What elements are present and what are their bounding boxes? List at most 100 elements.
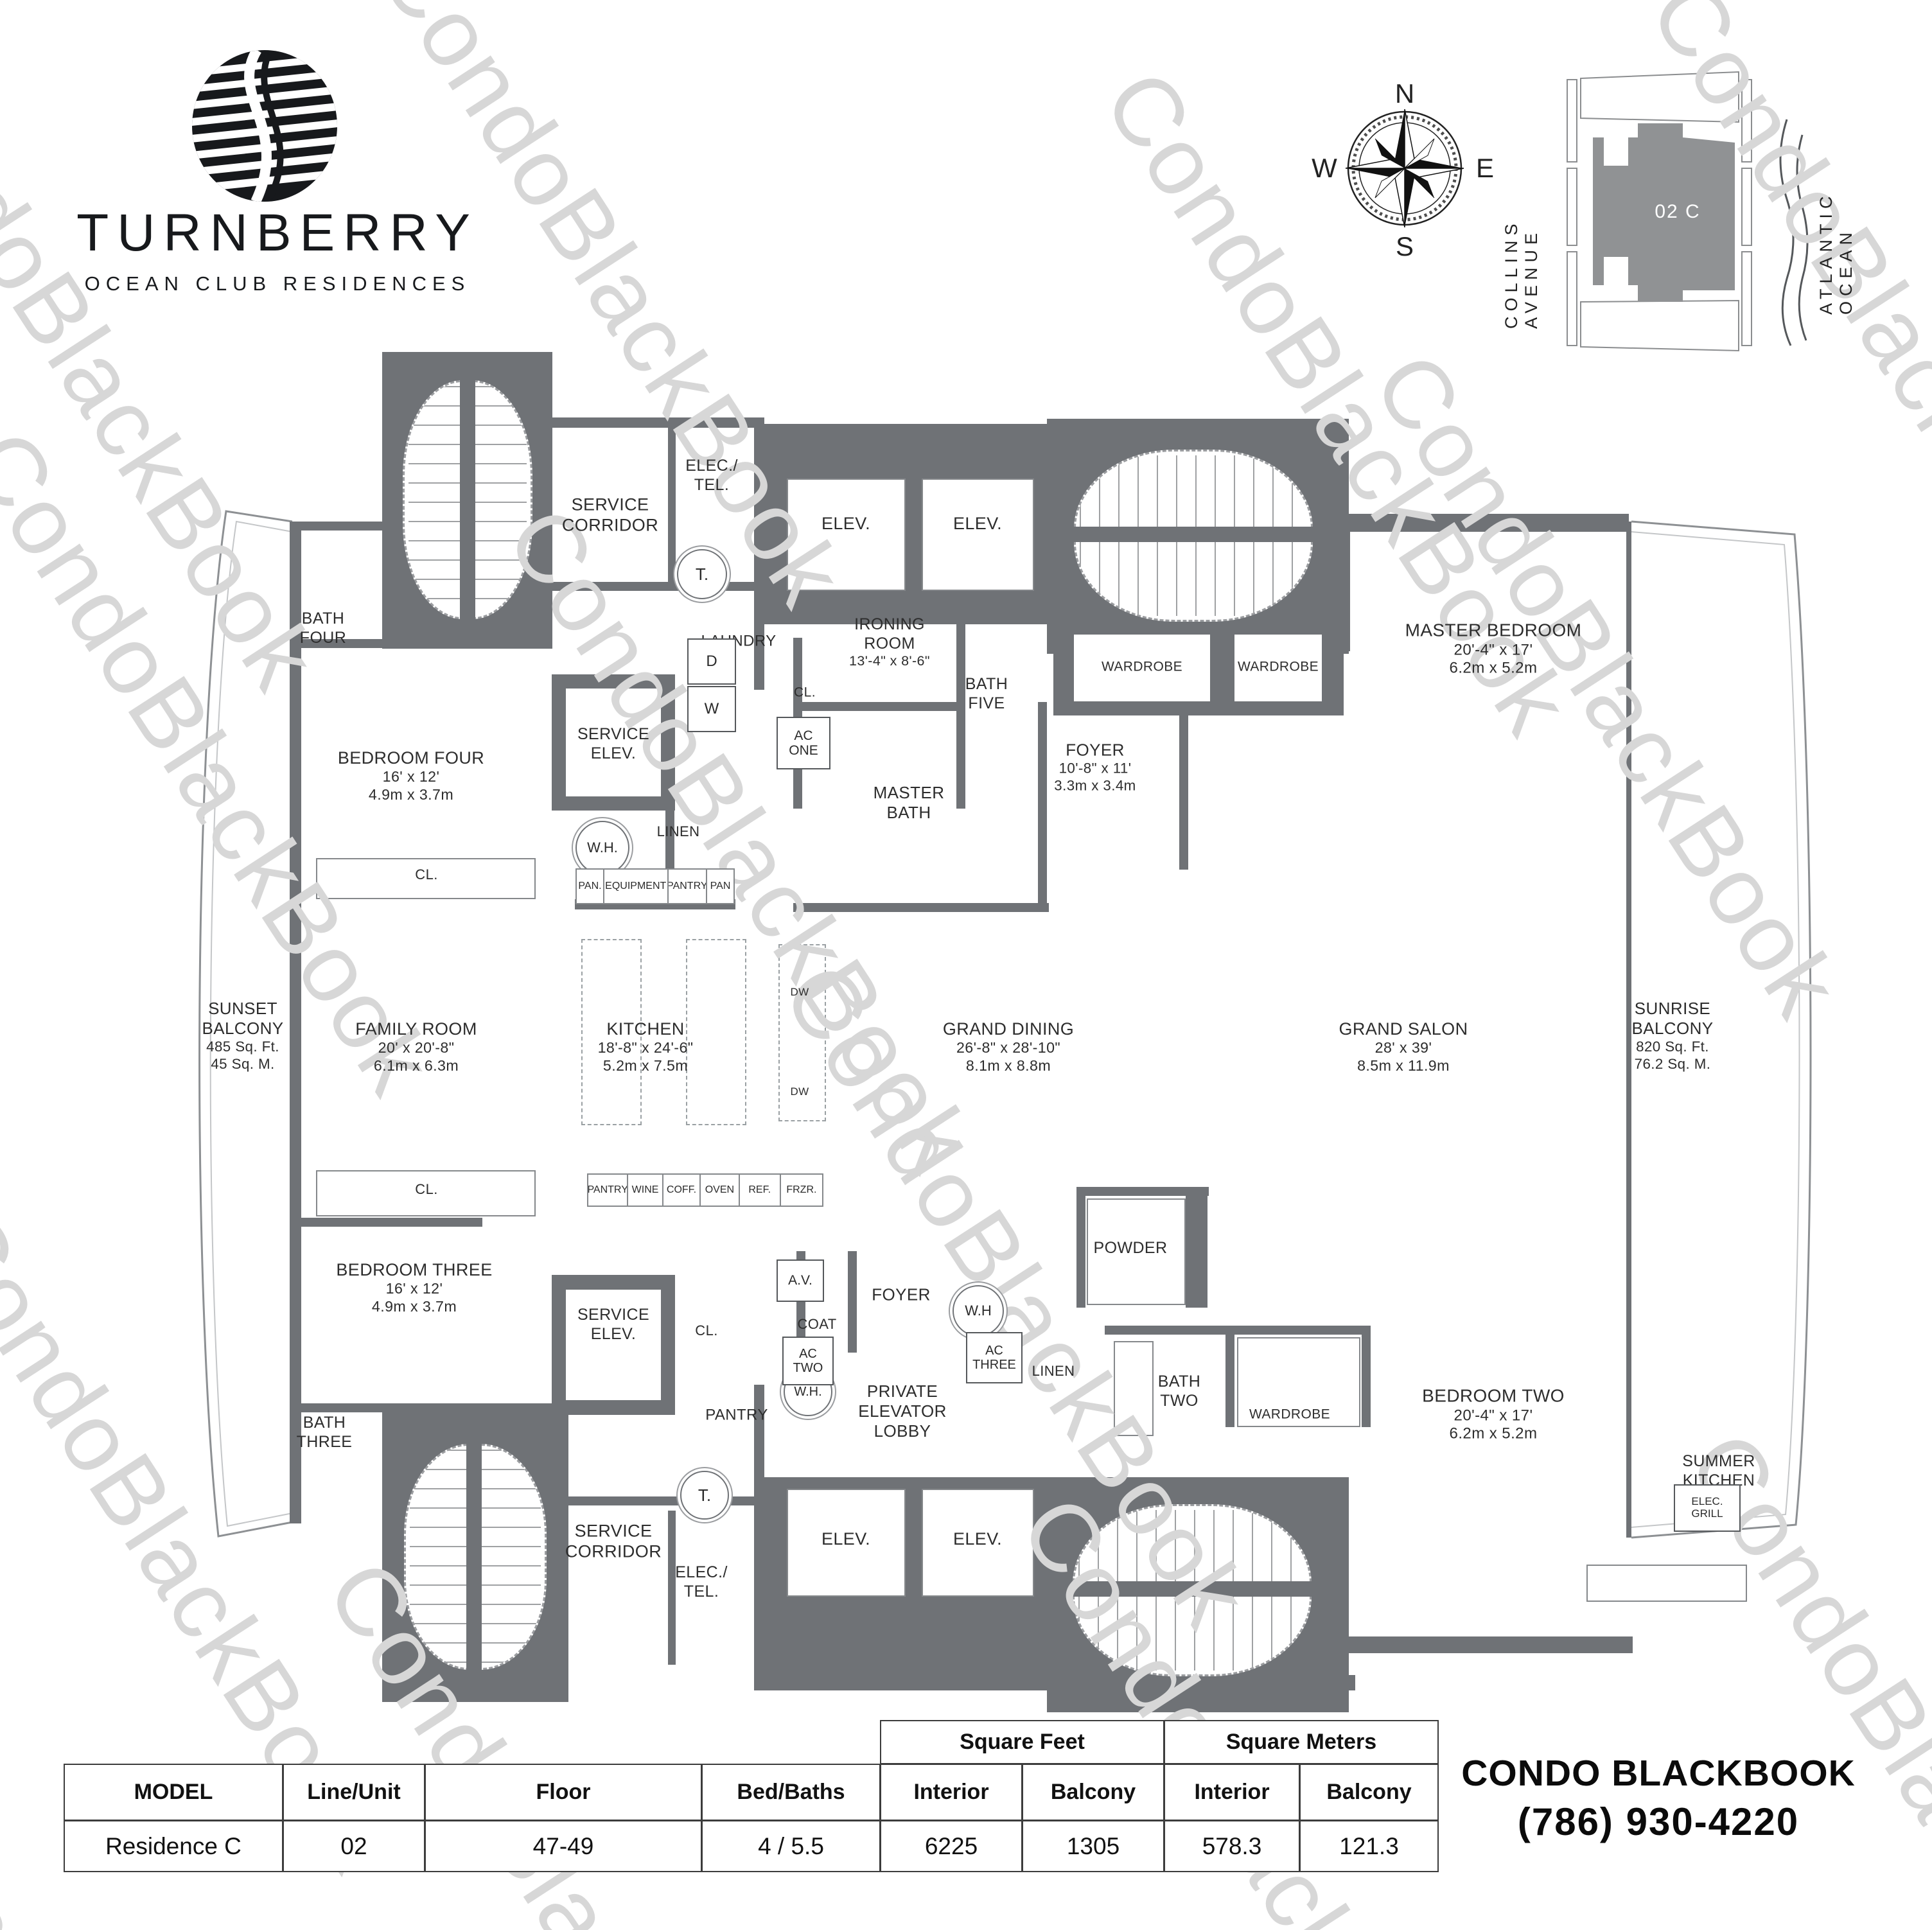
strip-cell: PANTRY xyxy=(588,1175,629,1206)
box-label-line: THREE xyxy=(972,1358,1016,1372)
wall-segment xyxy=(956,592,965,809)
room-label-line: ELEC./ xyxy=(685,457,738,475)
room-label-bath-two: BATH TWO xyxy=(1158,1372,1200,1410)
room-label-line: BEDROOM THREE xyxy=(336,1259,493,1279)
room-label-line: CL. xyxy=(415,866,438,882)
room-label-line: 4.9m x 3.7m xyxy=(368,786,454,803)
fixture-box xyxy=(1586,1565,1747,1602)
circle-label: W.H. xyxy=(794,1384,822,1399)
room-label-line: BATH xyxy=(1157,1373,1201,1390)
fixture-box xyxy=(316,1170,536,1216)
room-label-line: 16' x 12' xyxy=(382,768,440,785)
compass-rose xyxy=(1345,109,1464,228)
room-label-powder: POWDER xyxy=(1094,1238,1168,1258)
room-label-line: 13'-4" x 8'-6" xyxy=(849,653,930,669)
room-label-line: FOYER xyxy=(1066,740,1125,760)
wall-segment xyxy=(668,1511,676,1665)
brand-tagline: OCEAN CLUB RESIDENCES xyxy=(84,272,471,295)
strip-cell: OVEN xyxy=(701,1175,740,1206)
td-balcony-sqm: 121.3 xyxy=(1299,1820,1439,1872)
room-label-line: 6.2m x 5.2m xyxy=(1449,1425,1538,1443)
th-model: MODEL xyxy=(64,1764,283,1821)
wall-segment xyxy=(793,702,965,711)
box-label-line: A.V. xyxy=(788,1273,812,1288)
room-label-line: 8.5m x 11.9m xyxy=(1357,1057,1450,1075)
room-area xyxy=(1234,635,1322,701)
room-label-line: BATH xyxy=(303,1414,346,1432)
compass-east-label: E xyxy=(1475,153,1495,183)
sunrise-balcony-outline-inner xyxy=(1631,531,1800,1528)
w-box: W xyxy=(687,686,736,732)
circle-label: W.H. xyxy=(587,839,618,855)
wall-segment xyxy=(793,903,1049,912)
circle-label: T. xyxy=(695,564,709,584)
room-label-line: ELEV. xyxy=(590,744,637,762)
strip-cell: WINE xyxy=(628,1175,663,1206)
box-label-line: AC xyxy=(799,1347,817,1361)
condo-blackbook-brand: CONDO BLACKBOOK (786) 930-4220 xyxy=(1395,1752,1922,1844)
room-label-line: 20'-4" x 17' xyxy=(1453,1406,1533,1424)
fixture-box xyxy=(922,1489,1034,1597)
wall-segment xyxy=(848,1251,857,1353)
td-model: Residence C xyxy=(64,1820,283,1872)
room-label-line: SUNRISE xyxy=(1634,998,1711,1018)
room-label-line: TWO xyxy=(1160,1392,1199,1410)
wall-segment xyxy=(668,428,676,584)
compass-south-label: S xyxy=(1395,231,1414,261)
room-label-line: GRAND DINING xyxy=(942,1019,1075,1039)
room-label-wardrobe: WARDROBE xyxy=(1102,658,1182,674)
spec-table: Square Feet Square Meters MODEL Line/Uni… xyxy=(64,1720,1439,1872)
th-bed-baths: Bed/Baths xyxy=(701,1764,881,1821)
stair-landing xyxy=(466,1444,482,1670)
room-label-cl: CL. xyxy=(415,866,437,883)
room-label-elev: ELEV. xyxy=(821,1529,870,1549)
fixture-box xyxy=(787,1489,906,1597)
d-box: D xyxy=(687,638,736,685)
compass-north-label: N xyxy=(1394,78,1415,109)
box-label-line: AC xyxy=(985,1344,1003,1358)
room-label-line: COAT xyxy=(797,1315,837,1332)
room-label-line: ELEV. xyxy=(821,1529,871,1548)
kitchen-island xyxy=(581,939,642,1125)
collins-avenue-label: COLLINS AVENUE xyxy=(1502,218,1541,329)
room-label-line: WARDROBE xyxy=(1237,659,1319,674)
stair-landing xyxy=(1073,1581,1312,1597)
room-label-line: MASTER BEDROOM xyxy=(1405,620,1582,640)
box-label: A.V. xyxy=(788,1273,812,1288)
room-label-line: 20' x 20'-8" xyxy=(378,1039,455,1057)
circle-label: W.H xyxy=(965,1303,992,1319)
fixture-box xyxy=(316,858,536,899)
th-interior-sqm: Interior xyxy=(1164,1764,1300,1821)
room-label-line: CL. xyxy=(415,1180,438,1197)
brand-suffix: BLACKBOOK xyxy=(1611,1753,1856,1794)
elec-grill-box: ELEC.GRILL xyxy=(1674,1484,1741,1532)
room-label-line: TEL. xyxy=(694,476,730,494)
room-label-line: 76.2 Sq. M. xyxy=(1634,1056,1711,1073)
wall-segment xyxy=(1225,1326,1234,1427)
room-label-line: CORRIDOR xyxy=(561,516,659,535)
room-label-line: ELEV. xyxy=(953,513,1003,533)
sunset-balcony-outline-inner xyxy=(209,520,293,1527)
strip-cell: COFF. xyxy=(663,1175,701,1206)
room-label-line: PRIVATE xyxy=(866,1382,938,1401)
th-line-unit: Line/Unit xyxy=(283,1764,425,1821)
stair-landing xyxy=(1074,527,1313,542)
brand-prefix: CONDO xyxy=(1461,1753,1601,1794)
table-group-sqft: Square Feet xyxy=(880,1720,1164,1764)
room-label-linen: LINEN xyxy=(657,823,700,840)
fixture-box xyxy=(1087,1198,1186,1305)
td-interior-sqft: 6225 xyxy=(880,1820,1023,1872)
box-label-line: ELEC. xyxy=(1691,1495,1723,1508)
wall-segment xyxy=(1085,1187,1209,1196)
